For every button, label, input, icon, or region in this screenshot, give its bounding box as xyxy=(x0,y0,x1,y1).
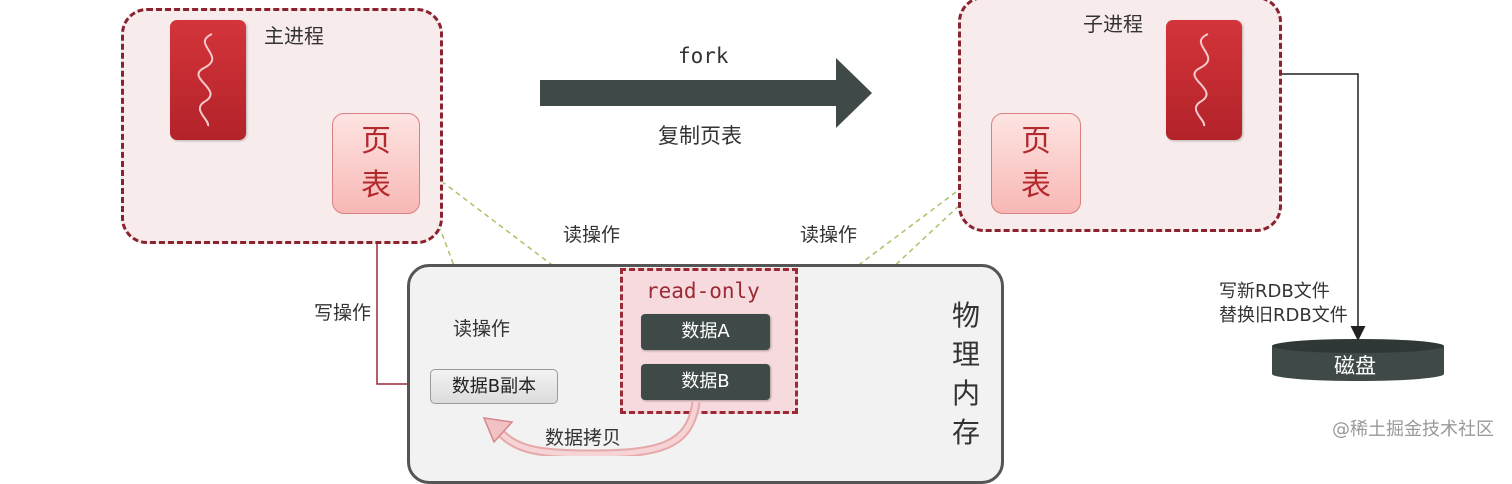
read-only-label: read-only xyxy=(646,279,760,303)
page-table-char-1: 页 xyxy=(1021,124,1051,159)
write-op-label: 写操作 xyxy=(314,302,372,324)
fork-label: fork xyxy=(678,44,729,68)
write-rdb-label-line2: 替换旧RDB文件 xyxy=(1219,305,1348,326)
memory-title-char-2: 理 xyxy=(951,338,980,371)
fork-arrow xyxy=(540,58,872,128)
read-op-label-left: 读操作 xyxy=(563,224,621,246)
watermark: @稀土掘金技术社区 xyxy=(1332,419,1494,440)
child-process-title: 子进程 xyxy=(1083,12,1143,36)
squiggle-icon xyxy=(1193,33,1210,127)
data-a-block: 数据A xyxy=(641,314,770,350)
copy-page-table-label: 复制页表 xyxy=(658,124,742,148)
main-process-memory-icon xyxy=(170,20,246,140)
disk-icon xyxy=(1272,339,1444,381)
write-rdb-label-line1: 写新RDB文件 xyxy=(1219,281,1330,302)
main-process-title: 主进程 xyxy=(264,24,324,48)
memory-title-char-1: 物 xyxy=(951,299,980,332)
page-table-char-2: 表 xyxy=(1021,168,1051,203)
disk-label: 磁盘 xyxy=(1334,354,1376,378)
physical-memory-title: 物 理 内 存 xyxy=(946,296,986,452)
memory-title-char-4: 存 xyxy=(951,416,980,449)
memory-title-char-3: 内 xyxy=(951,377,980,410)
data-copy-label: 数据拷贝 xyxy=(545,427,622,449)
page-table-char-1: 页 xyxy=(361,124,391,159)
read-op-label-right: 读操作 xyxy=(800,224,858,246)
page-table-char-2: 表 xyxy=(361,168,391,203)
child-page-table: 页 表 xyxy=(991,113,1081,214)
data-b-copy-block: 数据B副本 xyxy=(430,369,558,404)
child-process-memory-icon xyxy=(1166,20,1242,140)
squiggle-icon xyxy=(197,33,214,127)
read-op-label-inner: 读操作 xyxy=(453,318,511,340)
data-b-block: 数据B xyxy=(641,364,770,400)
main-page-table: 页 表 xyxy=(332,113,420,214)
